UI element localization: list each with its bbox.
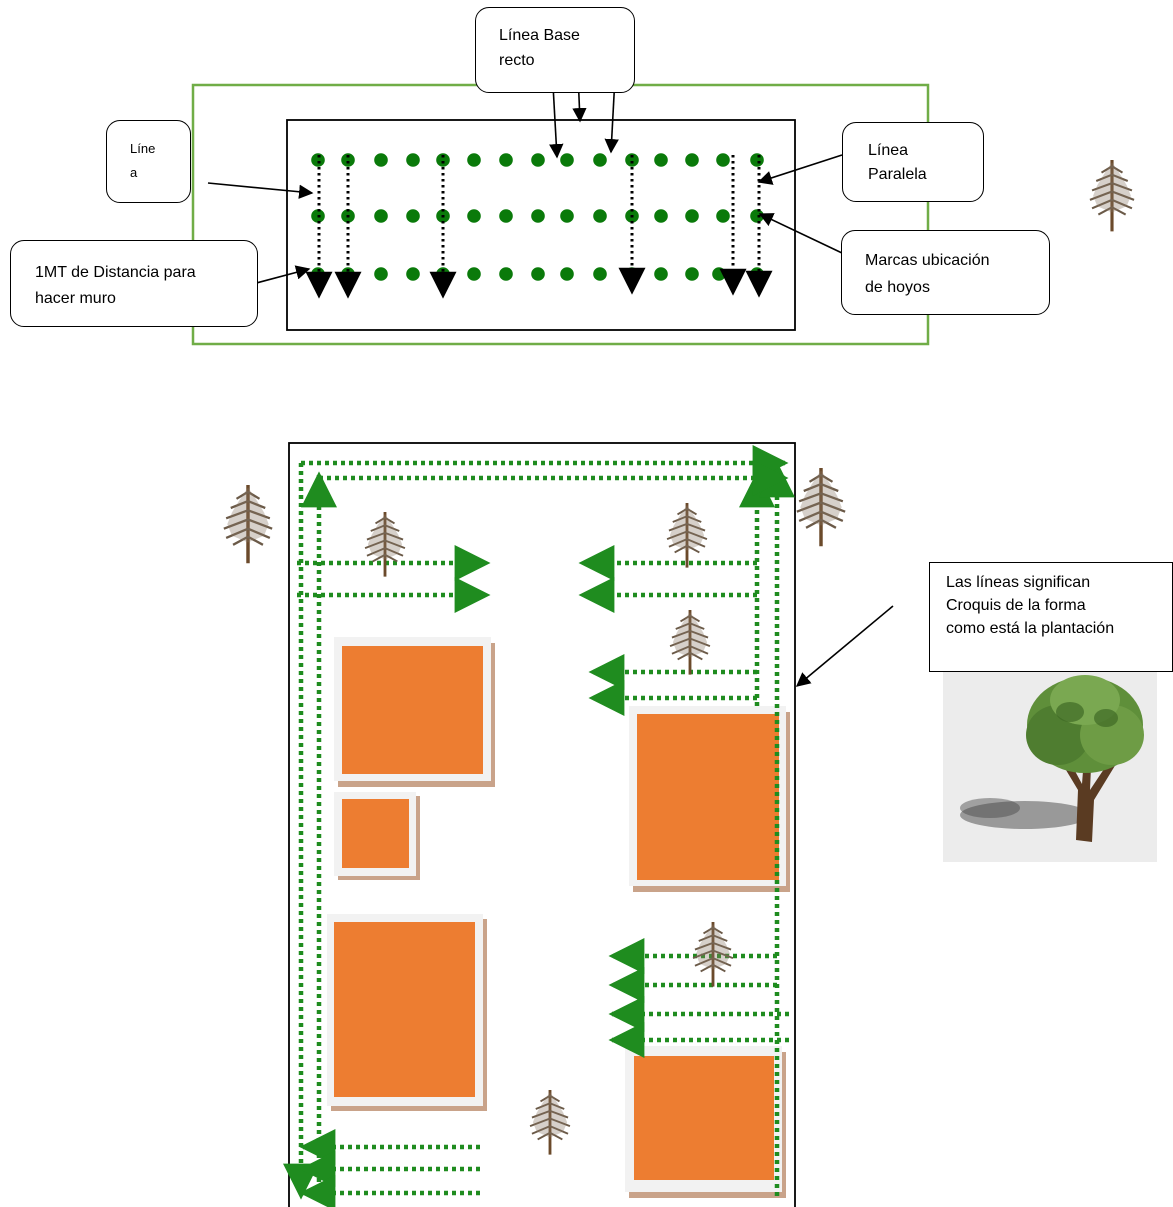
hole-mark-dot	[499, 209, 513, 223]
callout-distance-text: 1MT de Distancia para hacer muro	[35, 264, 196, 307]
hole-mark-dot	[311, 153, 325, 167]
hole-mark-dot	[750, 153, 764, 167]
hole-mark-dot	[467, 267, 481, 281]
hole-mark-dot	[531, 209, 545, 223]
callout-hole-marks-text: Marcas ubicación de hoyos	[865, 252, 990, 296]
hole-mark-dot	[406, 153, 420, 167]
callout-parallel-line-text: Línea Paralela	[868, 142, 927, 183]
building-4	[629, 706, 790, 892]
pine-tree-icon	[222, 483, 274, 565]
hole-mark-dot	[716, 209, 730, 223]
hole-mark-dot	[654, 267, 668, 281]
hole-mark-dot	[341, 153, 355, 167]
callout-base-line-text: Línea Base recto	[499, 27, 580, 69]
line-a-arrow	[207, 182, 314, 199]
hole-mark-dot	[593, 267, 607, 281]
hole-mark-dot	[531, 153, 545, 167]
pine-tree-icon	[795, 466, 847, 548]
dotted-guide-lines	[305, 155, 773, 299]
building-2	[334, 792, 420, 880]
callout-hole-marks: Marcas ubicación de hoyos	[841, 230, 1050, 315]
hole-mark-dot	[685, 267, 699, 281]
marks-arrow	[758, 213, 843, 254]
base-arrow-1	[549, 84, 564, 159]
hole-mark-dot	[374, 209, 388, 223]
hole-mark-dot	[750, 267, 764, 281]
callout-distance: 1MT de Distancia para hacer muro	[10, 240, 258, 327]
hole-mark-dot	[406, 209, 420, 223]
leafy-tree-icon	[943, 672, 1157, 862]
hole-marks	[311, 153, 764, 281]
parallel-arrow	[757, 154, 843, 185]
hole-mark-dot	[560, 267, 574, 281]
hole-mark-dot	[625, 153, 639, 167]
hole-mark-dot	[374, 267, 388, 281]
hole-mark-dot	[750, 209, 764, 223]
hole-mark-dot	[499, 153, 513, 167]
hole-mark-dot	[406, 267, 420, 281]
hole-mark-dot	[685, 209, 699, 223]
hole-mark-dot	[593, 153, 607, 167]
building-3	[327, 914, 487, 1111]
legend-note: Las líneas significan Croquis de la form…	[929, 562, 1173, 672]
hole-mark-dot	[499, 267, 513, 281]
hole-mark-dot	[593, 209, 607, 223]
top-diagram	[191, 49, 1136, 346]
hole-mark-dot	[654, 153, 668, 167]
legend-arrow	[795, 605, 894, 687]
callout-line-a: Líne a	[106, 120, 191, 203]
callout-line-a-text: Líne a	[130, 141, 156, 180]
bottom-diagram	[222, 442, 1157, 1207]
hole-mark-dot	[436, 153, 450, 167]
hole-mark-dot	[531, 267, 545, 281]
hole-mark-dot	[685, 153, 699, 167]
hole-mark-dot	[374, 153, 388, 167]
hole-mark-dot	[712, 267, 726, 281]
hole-mark-dot	[467, 153, 481, 167]
callout-parallel-line: Línea Paralela	[842, 122, 984, 202]
plot-rectangle	[286, 119, 796, 331]
building-1	[334, 637, 495, 787]
plantation-path-lines	[283, 445, 795, 1207]
building-5	[625, 1046, 786, 1198]
hole-mark-dot	[560, 209, 574, 223]
hole-mark-dot	[467, 209, 481, 223]
hole-mark-dot	[716, 153, 730, 167]
hole-mark-dot	[654, 209, 668, 223]
pine-tree-icon	[1088, 158, 1136, 233]
hole-mark-dot	[560, 153, 574, 167]
callout-base-line: Línea Base recto	[475, 7, 635, 93]
